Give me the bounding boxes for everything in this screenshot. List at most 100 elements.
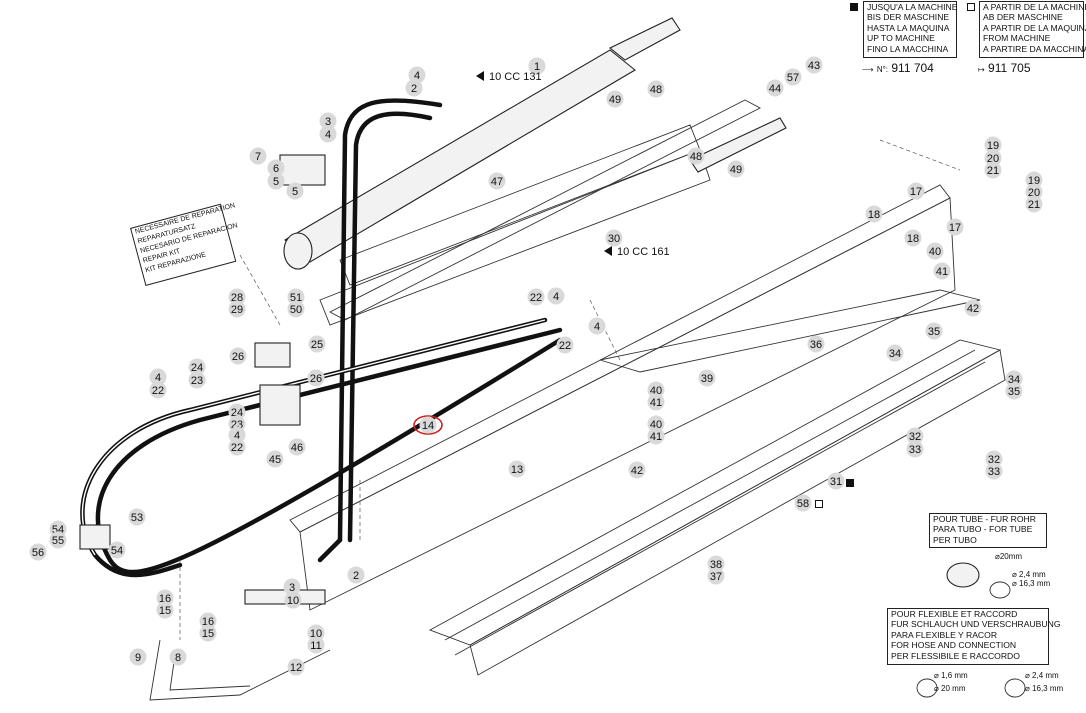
callout-bubble xyxy=(647,393,665,411)
callout-number: 13 xyxy=(511,464,523,476)
callout-bubble xyxy=(794,494,812,512)
marker-58-open xyxy=(815,500,823,508)
callout-bubble xyxy=(906,440,924,458)
callout-number: 15 xyxy=(202,628,214,640)
hose-upper xyxy=(317,98,443,563)
tube-line: PARA TUBO - FOR TUBE xyxy=(933,524,1033,535)
callout-bubble xyxy=(319,112,337,130)
callout-bubble xyxy=(964,299,982,317)
boom-frame-36 xyxy=(599,289,981,373)
callout-bubble xyxy=(925,322,943,340)
callout-number: 15 xyxy=(159,605,171,617)
callout-number: 1 xyxy=(534,61,540,73)
callout-bubble xyxy=(287,300,305,318)
callout-number: 22 xyxy=(231,442,243,454)
pipe-9 xyxy=(149,639,331,701)
callout-bubble xyxy=(419,416,437,434)
callout-bubble xyxy=(766,79,784,97)
callout-bubble xyxy=(308,335,326,353)
leader-e xyxy=(879,139,961,171)
hose-14b xyxy=(95,327,563,575)
tube-line: POUR TUBE - FUR ROHR xyxy=(933,514,1036,524)
callout-number: 3 xyxy=(325,116,331,128)
callout-number: 4 xyxy=(594,321,600,333)
up-to-line: HASTA LA MAQUINA xyxy=(867,22,950,33)
callout-number: 44 xyxy=(769,83,781,95)
ring-24 xyxy=(916,678,938,698)
callout-number: 35 xyxy=(928,326,940,338)
callout-number: 42 xyxy=(967,303,979,315)
ref-top-label: 10 CC 131 xyxy=(489,71,542,83)
callout-number: 40 xyxy=(650,385,662,397)
from-line: A PARTIR DE LA MAQUINA xyxy=(983,22,1086,33)
callout-number: 10 xyxy=(310,628,322,640)
from-line: A PARTIRE DA MACCHINA xyxy=(983,43,1086,54)
arrow-ref-mid xyxy=(604,246,612,256)
callout-bubble xyxy=(307,636,325,654)
callout-bubbles: 1243476552728295150262526242342224234224… xyxy=(29,56,1043,676)
callout-bubble xyxy=(149,368,167,386)
callout-bubble xyxy=(527,288,545,306)
callout-bubble xyxy=(1005,370,1023,388)
callout-number: 4 xyxy=(155,372,161,384)
from-machine-box: A PARTIR DE LA MACHINE AB DER MASCHINE A… xyxy=(979,1,1086,58)
callout-number: 48 xyxy=(650,84,662,96)
callout-number: 22 xyxy=(152,385,164,397)
callout-number: 50 xyxy=(290,304,302,316)
callout-bubble xyxy=(283,578,301,596)
callout-bubble xyxy=(188,371,206,389)
callout-number: 7 xyxy=(255,151,261,163)
callout-number: 22 xyxy=(530,292,542,304)
callout-number: 4 xyxy=(325,129,331,141)
callout-number: 54 xyxy=(111,545,123,557)
callout-bubble xyxy=(985,450,1003,468)
callout-bubble xyxy=(926,242,944,260)
callout-bubble xyxy=(188,358,206,376)
hose-upper-b xyxy=(347,111,433,543)
callout-number: 17 xyxy=(910,186,922,198)
callout-number: 20 xyxy=(1028,187,1040,199)
callout-bubble xyxy=(946,218,964,236)
callout-number: 56 xyxy=(32,547,44,559)
callout-number: 29 xyxy=(231,304,243,316)
callout-bubble xyxy=(287,288,305,306)
callout-bubble xyxy=(408,66,426,84)
callout-bubble xyxy=(149,381,167,399)
callout-number: 12 xyxy=(290,662,302,674)
callout-bubble xyxy=(907,182,925,200)
hose-box: POUR FLEXIBLE ET RACCORD FUR SCHLAUCH UN… xyxy=(887,608,1061,665)
callout-number: 30 xyxy=(608,233,620,245)
callout-number: 20 xyxy=(987,153,999,165)
callout-number: 58 xyxy=(797,498,809,510)
callout-number: 49 xyxy=(609,94,621,106)
callout-bubble xyxy=(1025,195,1043,213)
callout-number: 43 xyxy=(808,60,820,72)
callout-number: 41 xyxy=(650,431,662,443)
from-line: AB DER MASCHINE xyxy=(983,12,1063,23)
filled-square-marker xyxy=(850,3,858,11)
callout-bubble xyxy=(249,147,267,165)
pipe-8 xyxy=(169,654,251,691)
tube-line: PER TUBO xyxy=(933,534,977,545)
callout-number: 28 xyxy=(231,292,243,304)
callout-bubble xyxy=(827,472,845,490)
callout-bubble xyxy=(266,450,284,468)
callout-bubble xyxy=(984,149,1002,167)
up-to-line: FINO LA MACCHINA xyxy=(867,43,949,54)
callout-bubble xyxy=(156,589,174,607)
callout-bubble xyxy=(1025,183,1043,201)
callout-bubble xyxy=(707,555,725,573)
hose-line: FOR HOSE AND CONNECTION xyxy=(891,640,1017,651)
up-to-line: UP TO MACHINE xyxy=(867,33,935,44)
slide-rail-inner2 xyxy=(454,361,986,656)
callout-bubble xyxy=(528,57,546,75)
callout-number: 19 xyxy=(987,140,999,152)
hose-line: POUR FLEXIBLE ET RACCORD xyxy=(891,609,1018,619)
arrow-ref-top xyxy=(476,71,484,81)
callout-bubble xyxy=(307,624,325,642)
callout-bubble xyxy=(228,426,246,444)
callout-number: 9 xyxy=(135,652,141,664)
callout-bubble xyxy=(647,415,665,433)
callout-number: 41 xyxy=(650,397,662,409)
